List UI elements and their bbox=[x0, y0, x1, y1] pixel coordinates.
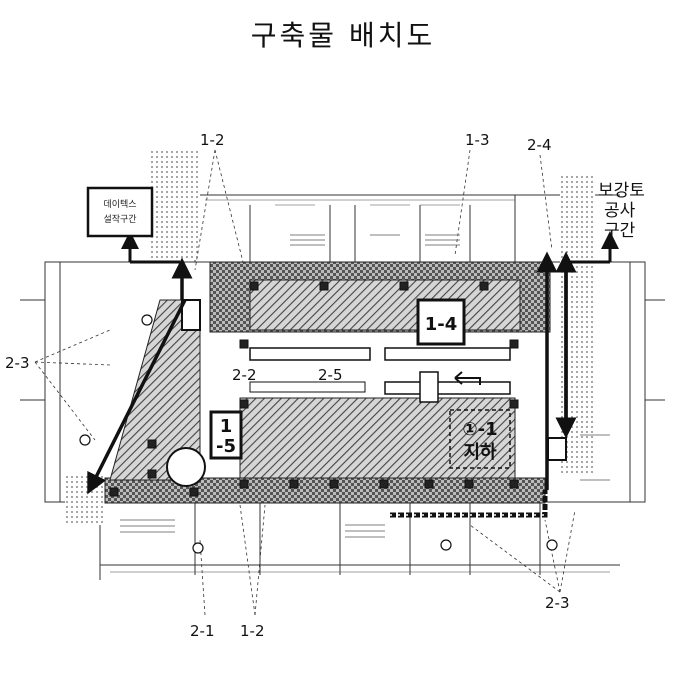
annotation-lines bbox=[120, 234, 610, 538]
left-ground-area bbox=[65, 475, 105, 525]
label-box-1-1 bbox=[449, 409, 511, 469]
label-1-4: 1-4 bbox=[425, 314, 458, 335]
label-box-1-5 bbox=[209, 410, 243, 460]
dimension-marks bbox=[110, 199, 610, 573]
left-upper-ground bbox=[150, 150, 200, 260]
arrow-left-diagonal bbox=[87, 299, 187, 495]
label-1-3: 1-3 bbox=[465, 131, 490, 149]
label-1-5-bottom: -5 bbox=[216, 436, 236, 457]
center-equipment-box bbox=[419, 371, 439, 403]
right-equipment-box bbox=[547, 437, 567, 461]
beam-left-lower bbox=[249, 381, 366, 393]
label-2-3-bottom: 2-3 bbox=[545, 594, 570, 612]
center-arrow-mark bbox=[454, 371, 481, 385]
label-1-1-bottom: 지하 bbox=[463, 442, 497, 463]
pillars bbox=[109, 281, 519, 497]
beam-middle bbox=[384, 381, 511, 395]
label-1-2-top: 1-2 bbox=[200, 131, 225, 149]
label-2-4: 2-4 bbox=[527, 136, 552, 154]
label-2-1: 2-1 bbox=[190, 622, 215, 640]
circle-markers bbox=[79, 314, 558, 554]
circular-tank bbox=[166, 447, 206, 487]
side-text-line2: 공사 bbox=[604, 201, 636, 221]
label-2-3-left: 2-3 bbox=[5, 354, 30, 372]
structure-1-4-area bbox=[249, 279, 521, 331]
side-text-line3: 구간 bbox=[604, 221, 636, 241]
beam-upper-right bbox=[384, 347, 511, 361]
label-1-5-top: 1 bbox=[220, 416, 233, 437]
label-2-5: 2-5 bbox=[318, 366, 343, 384]
beam-upper-left bbox=[249, 347, 371, 361]
left-equipment-box bbox=[181, 299, 201, 331]
left-section-box bbox=[86, 186, 154, 238]
label-1-2-bottom: 1-2 bbox=[240, 622, 265, 640]
lower-building bbox=[239, 397, 516, 479]
left-box-line2: 설작구간 bbox=[103, 214, 136, 225]
page-title: 구축물 배치도 bbox=[250, 19, 436, 52]
left-box-line1: 데이텍스 bbox=[103, 199, 136, 210]
side-text-line1: 보강토 bbox=[598, 181, 645, 201]
label-2-2: 2-2 bbox=[232, 366, 257, 384]
label-box-1-4 bbox=[416, 298, 466, 346]
label-1-1-top: ①-1 bbox=[462, 419, 497, 440]
lower-building-base bbox=[104, 477, 546, 504]
bottom-chain-line bbox=[390, 490, 548, 518]
